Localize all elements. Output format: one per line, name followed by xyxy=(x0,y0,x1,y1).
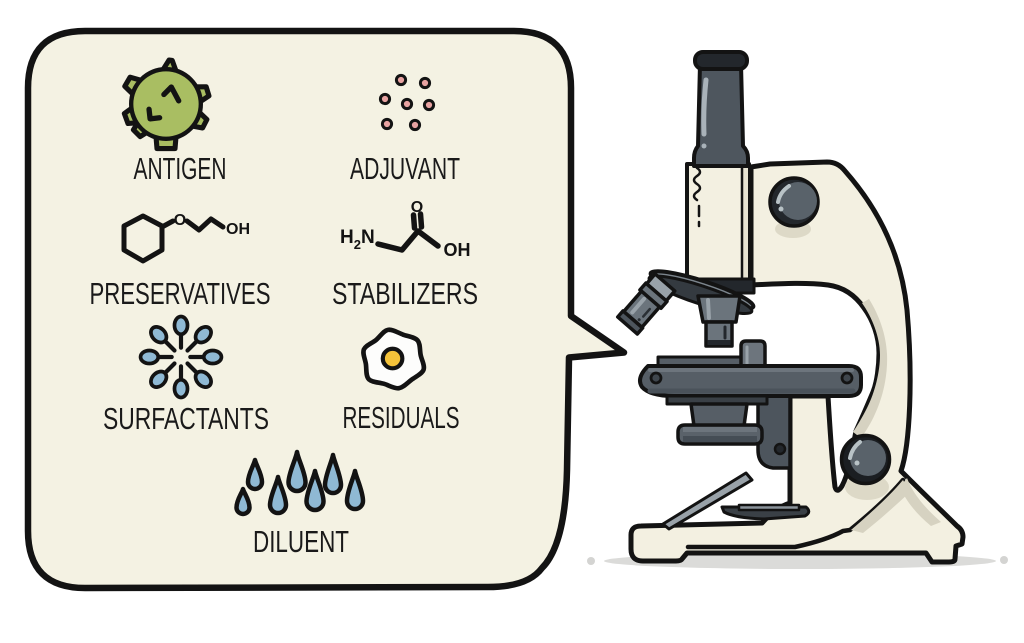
svg-text:OH: OH xyxy=(226,221,250,238)
svg-text:DILUENT: DILUENT xyxy=(253,524,349,559)
svg-text:H2N: H2N xyxy=(340,227,375,252)
svg-text:ANTIGEN: ANTIGEN xyxy=(134,151,227,186)
svg-text:PRESERVATIVES: PRESERVATIVES xyxy=(90,276,271,311)
svg-text:ADJUVANT: ADJUVANT xyxy=(350,151,460,186)
svg-text:SURFACTANTS: SURFACTANTS xyxy=(103,401,269,436)
svg-text:O: O xyxy=(174,212,186,229)
svg-text:O: O xyxy=(411,199,423,216)
svg-text:OH: OH xyxy=(444,240,471,260)
svg-text:RESIDUALS: RESIDUALS xyxy=(343,400,460,435)
svg-text:STABILIZERS: STABILIZERS xyxy=(332,276,478,311)
